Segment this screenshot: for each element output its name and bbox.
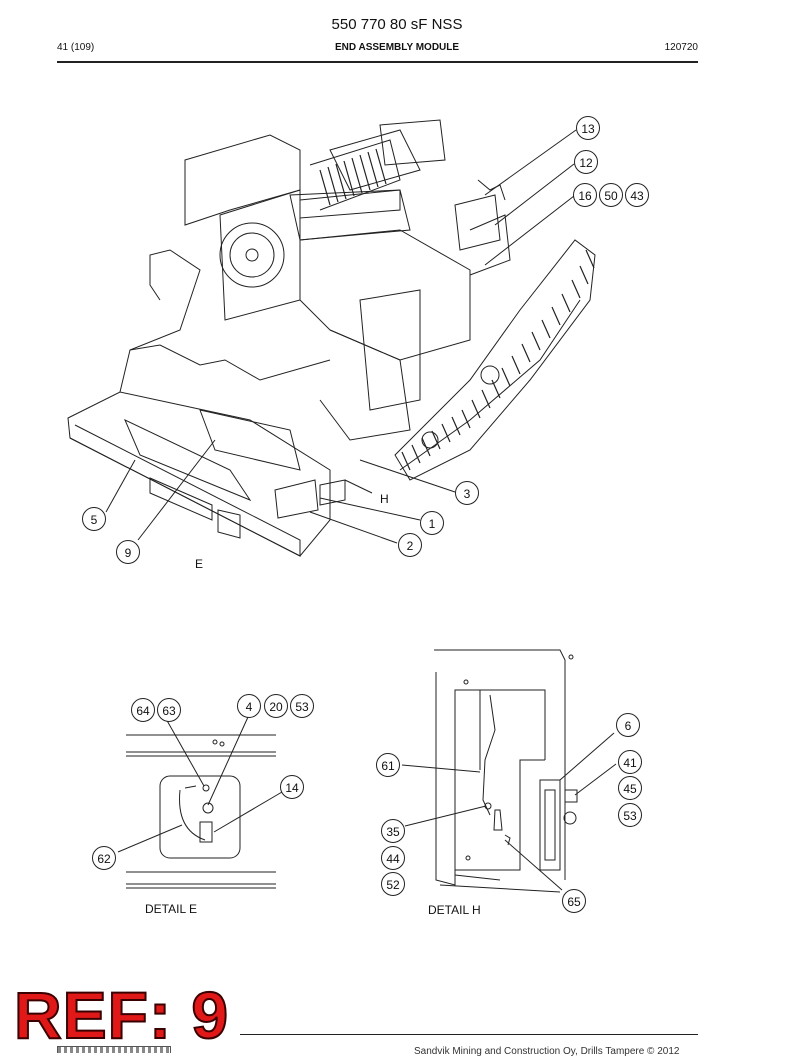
callout-35: 35 [381, 819, 405, 843]
callout-52: 52 [381, 872, 405, 896]
callout-16: 16 [573, 183, 597, 207]
callout-4: 4 [237, 694, 261, 718]
plate [149, 477, 213, 521]
document-number: 550 770 80 sF NSS [331, 16, 463, 33]
callout-5: 5 [82, 507, 106, 531]
callout-41: 41 [618, 750, 642, 774]
callout-64: 64 [131, 698, 155, 722]
callout-63: 63 [157, 698, 181, 722]
cover-plate-e [159, 775, 241, 859]
right-track [394, 239, 596, 481]
callout-14: 14 [280, 775, 304, 799]
callout-53-e: 53 [290, 694, 314, 718]
callout-1: 1 [420, 511, 444, 535]
detail-marker-h: H [380, 492, 389, 506]
callout-53-h: 53 [618, 803, 642, 827]
callout-62: 62 [92, 846, 116, 870]
cooling-fan [219, 222, 285, 288]
footer-rule [240, 1034, 698, 1035]
document-date: 120720 [664, 42, 698, 53]
callout-65: 65 [562, 889, 586, 913]
header-rule [57, 61, 698, 63]
sandvik-logo [57, 1046, 171, 1053]
callout-12: 12 [574, 150, 598, 174]
callout-3: 3 [455, 481, 479, 505]
callout-43: 43 [625, 183, 649, 207]
detail-marker-e: E [195, 557, 204, 571]
front-bumper [67, 391, 331, 557]
callout-6: 6 [616, 713, 640, 737]
battery-box [199, 409, 301, 471]
callout-13: 13 [576, 116, 600, 140]
callout-2: 2 [398, 533, 422, 557]
detail-h-caption: DETAIL H [428, 903, 481, 917]
module-title: END ASSEMBLY MODULE [334, 42, 460, 53]
callout-20: 20 [264, 694, 288, 718]
ref-watermark: REF: 9 [13, 978, 230, 1052]
callout-50: 50 [599, 183, 623, 207]
copyright-footer: Sandvik Mining and Construction Oy, Dril… [414, 1046, 680, 1057]
access-cover-e [217, 509, 241, 539]
manifold-h [539, 779, 561, 871]
callout-61: 61 [376, 753, 400, 777]
callout-9: 9 [116, 540, 140, 564]
callout-45: 45 [618, 776, 642, 800]
callout-44: 44 [381, 846, 405, 870]
detail-e-caption: DETAIL E [145, 902, 198, 916]
page-number: 41 (109) [57, 42, 95, 53]
hose-h [482, 694, 496, 816]
